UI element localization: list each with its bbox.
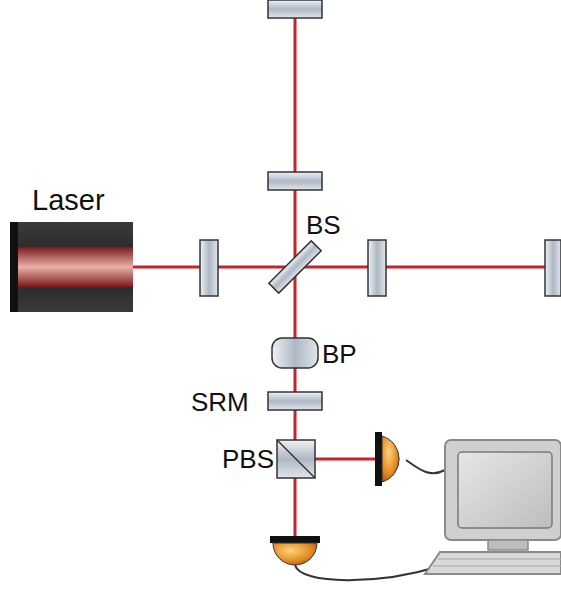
part-name: BS [306,212,341,238]
part-name: PBS [222,446,274,472]
part-name: BP [322,341,357,367]
part-name: SRM [191,389,249,415]
part-name: Laser [32,186,105,215]
